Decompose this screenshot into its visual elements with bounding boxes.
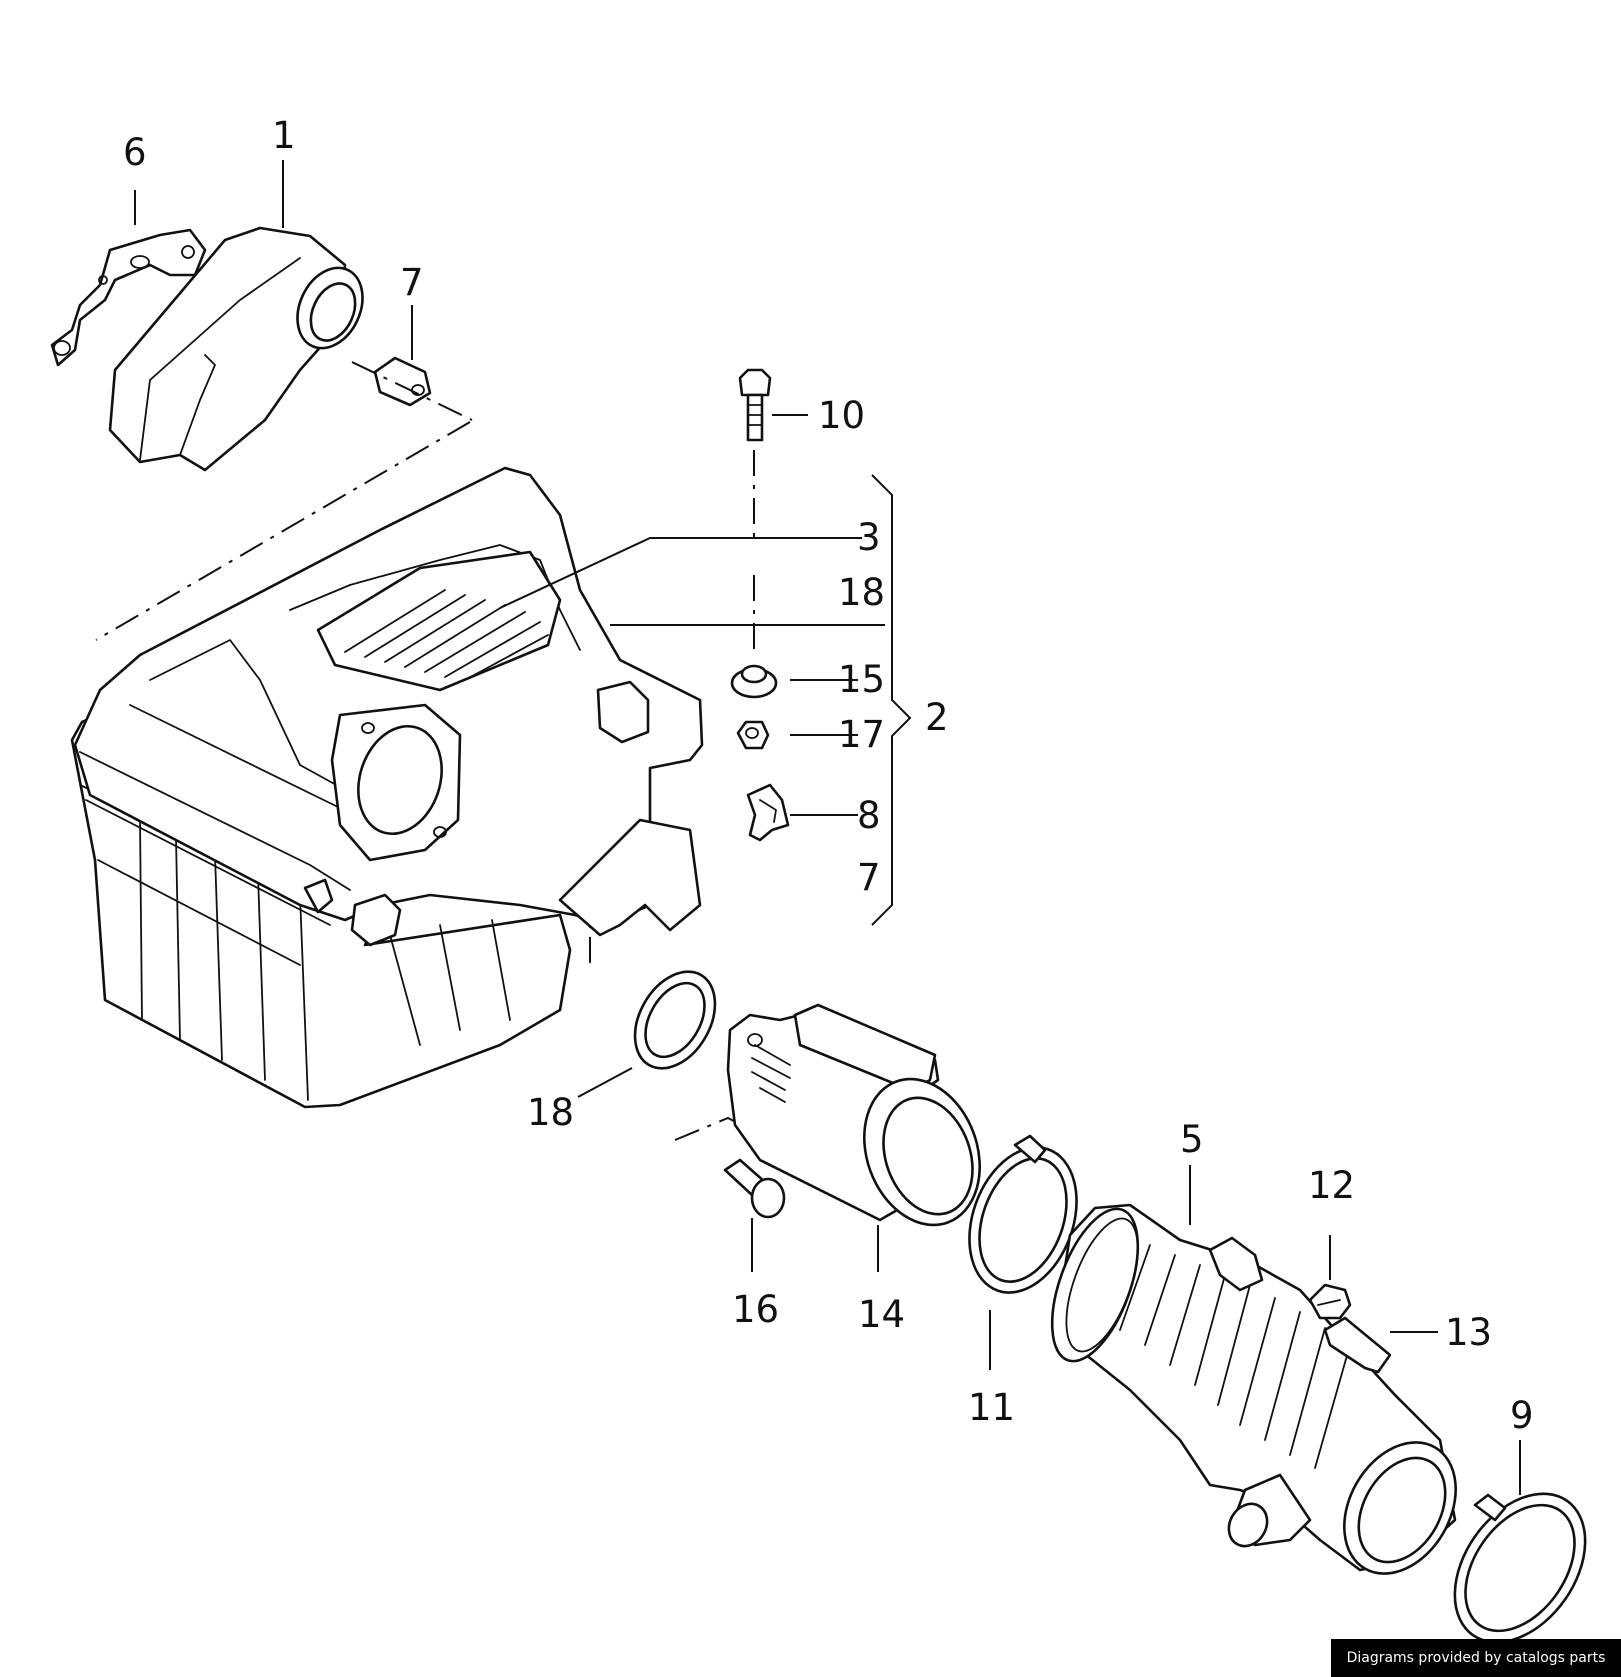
part-13-hose-piece: [1323, 1316, 1392, 1374]
callout-15: 15: [838, 658, 885, 701]
callout-12: 12: [1308, 1164, 1355, 1207]
callout-7-top: 7: [400, 261, 424, 304]
callout-2: 2: [925, 696, 949, 739]
callout-14: 14: [858, 1293, 905, 1336]
part-12-clip: [1308, 1283, 1352, 1320]
callout-16: 16: [732, 1288, 779, 1331]
part-11-hose-clamp: [968, 1134, 1078, 1294]
callout-18-top: 18: [838, 571, 885, 614]
callout-13: 13: [1445, 1311, 1492, 1354]
callout-17: 17: [838, 713, 885, 756]
assembly-line-housing: [95, 421, 471, 641]
part-9-hose-clamp: [1453, 1492, 1587, 1644]
part-5-intake-hose: [1050, 1203, 1457, 1575]
part-16-bolt: [723, 1158, 786, 1219]
part-2-air-filter-housing: [70, 466, 704, 1109]
callout-18-bottom: 18: [527, 1091, 574, 1134]
callout-labels: 6 1 7 10 3 18 15 2 17 8 7 18 16 14 11 5 …: [123, 114, 1534, 1437]
callout-5: 5: [1180, 1118, 1204, 1161]
part-7-grommet: [373, 356, 432, 407]
callout-9: 9: [1510, 1394, 1534, 1437]
part-14-air-mass-meter: [726, 1003, 981, 1227]
leader-lines: [134, 160, 1521, 1495]
callout-11: 11: [968, 1386, 1015, 1429]
callout-8: 8: [857, 794, 881, 837]
callout-6: 6: [123, 131, 147, 174]
part-10-bolt: [738, 368, 772, 442]
callout-7-bottom: 7: [857, 856, 881, 899]
credit-banner: Diagrams provided by catalogs parts: [1331, 1639, 1621, 1677]
assembly-line-duct: [351, 361, 473, 421]
part-18-seal-ring: [633, 970, 717, 1070]
callout-3: 3: [857, 516, 881, 559]
callout-10: 10: [818, 394, 865, 437]
part-17-grommet: [736, 720, 770, 750]
part-1-intake-duct: [108, 226, 364, 472]
callout-1: 1: [272, 114, 296, 157]
part-15-nut: [730, 664, 778, 699]
part-8-clip: [746, 783, 790, 842]
